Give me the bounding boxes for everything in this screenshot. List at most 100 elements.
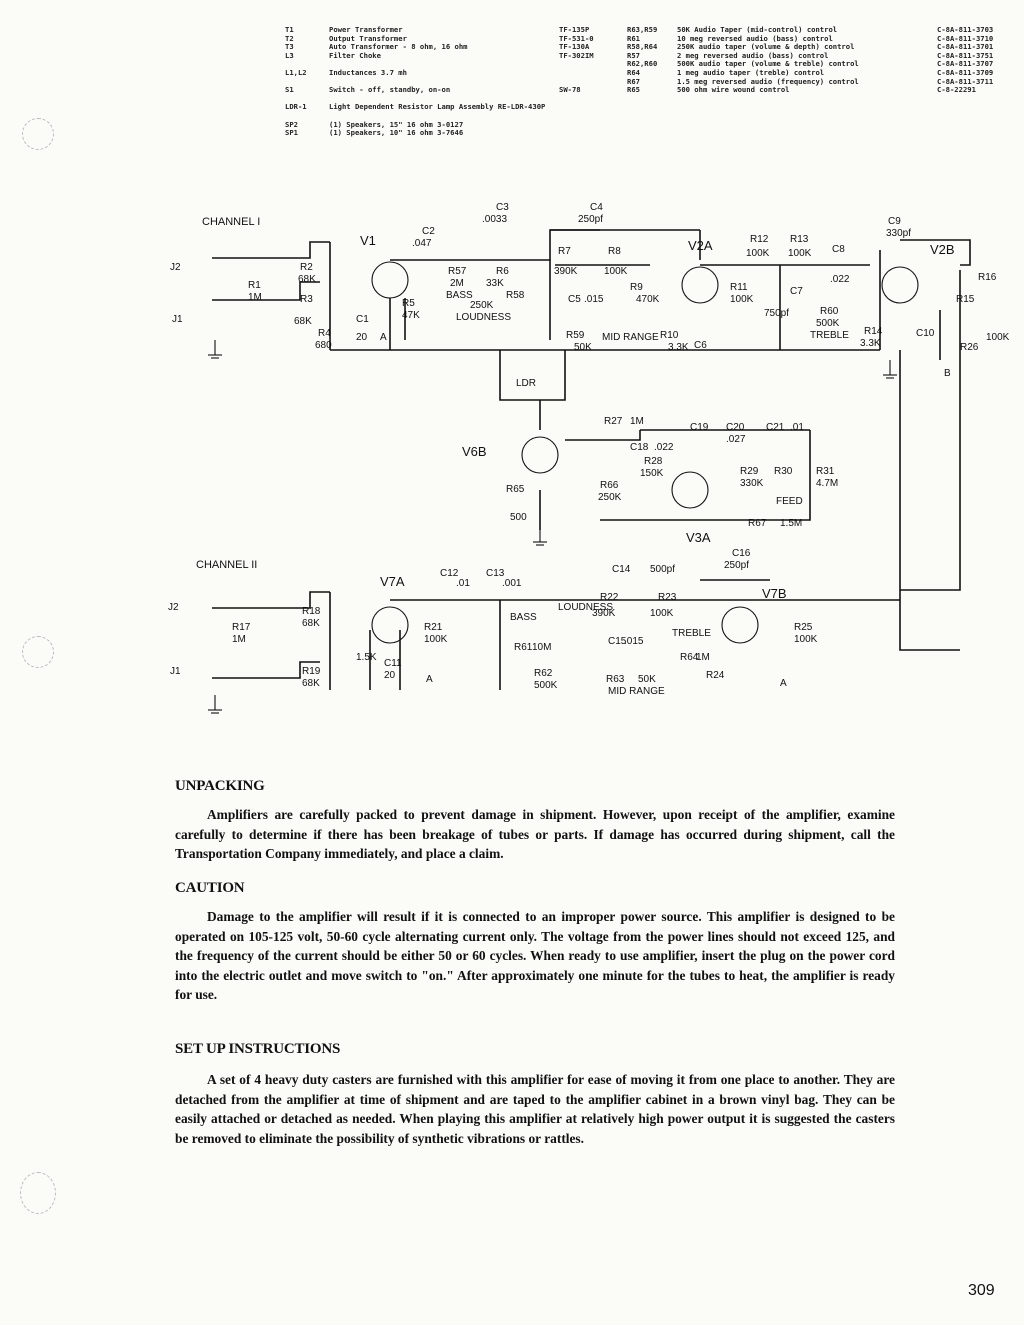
component-label: C18 [630, 442, 649, 453]
component-label: R29 [740, 466, 759, 477]
component-label: C11 [384, 658, 402, 669]
part-number: TF-130A [559, 42, 590, 52]
component-value: .022 [654, 442, 674, 453]
component-label: R24 [706, 670, 725, 681]
component-value: .027 [726, 434, 746, 445]
component-value: .01 [456, 578, 470, 589]
component-value: 100K [650, 608, 674, 619]
part-number: C-8A-811-3710 [937, 33, 994, 43]
component-label: C12 [440, 568, 459, 579]
component-label: R60 [820, 306, 839, 317]
component-value: 3.3K [668, 342, 689, 353]
component-label: R6 [496, 266, 509, 277]
component-label: C19 [690, 422, 709, 433]
component-value: .015 [624, 636, 644, 647]
component-value: 2M [450, 278, 464, 289]
part-desc: 500K audio taper (volume & treble) contr… [677, 59, 859, 69]
component-label: C7 [790, 286, 803, 297]
section-text: Amplifiers are carefully packed to preve… [175, 807, 895, 862]
part-ref: R64 [627, 67, 640, 77]
component-label-loudness: LOUDNESS [456, 312, 511, 323]
component-label: R25 [794, 622, 813, 633]
part-ref: R63,R59 [627, 25, 658, 34]
component-value: 20 [384, 670, 396, 681]
part-number: C-8-22291 [937, 85, 976, 95]
component-label: R10 [660, 330, 679, 341]
component-value: 100K [746, 248, 770, 259]
component-value: 10M [532, 642, 551, 653]
component-label: R62 [534, 668, 553, 679]
channel-2-label: CHANNEL II [196, 559, 257, 571]
component-label-mid-range: MID RANGE [608, 686, 665, 697]
component-value: 100K [730, 294, 754, 305]
schematic-labels: J2 J1 R2 68K R1 1M R3 68K R4 680 V1 C2 .… [168, 202, 1010, 697]
component-value: 100K [986, 332, 1010, 343]
component-label-bass: BASS [446, 290, 473, 301]
component-value: 100K [794, 634, 818, 645]
component-value: 1M [696, 652, 710, 663]
part-ref: T1 [285, 25, 294, 34]
part-desc: (1) Speakers, 10" 16 ohm 3-7646 [329, 128, 464, 138]
component-value: 1M [248, 292, 262, 303]
part-ref: L3 [285, 50, 294, 60]
parts-row [285, 60, 565, 69]
parts-row: SP2(1) Speakers, 15" 16 ohm 3-0127 [285, 119, 565, 130]
part-desc: Inductances 3.7 mh [329, 67, 407, 77]
component-label: R57 [448, 266, 467, 277]
component-label: R27 [604, 416, 623, 427]
tube-label: V2B [930, 242, 955, 257]
part-desc: Switch - off, standby, on-on [329, 85, 451, 95]
component-value: 3.3K [860, 338, 881, 349]
component-value: 330pf [886, 228, 911, 239]
node-label: A [380, 332, 387, 343]
ldr-label: LDR [516, 378, 536, 389]
component-value: 50K [574, 342, 592, 353]
component-label: R63 [606, 674, 625, 685]
component-value: 1M [232, 634, 246, 645]
section-set-up-instructions: SET UP INSTRUCTIONS A set of 4 heavy dut… [175, 1041, 895, 1148]
part-desc: 1.5 meg reversed audio (frequency) contr… [677, 76, 859, 86]
part-ref: R61 [627, 33, 640, 43]
part-number: TF-531-0 [559, 33, 594, 43]
jack-label: J1 [172, 314, 183, 325]
component-value: .015 [584, 294, 604, 305]
node-label: A [426, 674, 433, 685]
part-ref: LDR-1 [285, 102, 307, 112]
component-label: R28 [644, 456, 663, 467]
section-text: Damage to the amplifier will result if i… [175, 909, 895, 1003]
component-value: 50K [638, 674, 656, 685]
component-value: 47K [402, 310, 420, 321]
part-desc: Light Dependent Resistor Lamp Assembly R… [329, 102, 546, 112]
section-heading: UNPACKING [175, 778, 265, 794]
tube-label: V2A [688, 238, 713, 253]
part-desc: Auto Transformer - 8 ohm, 16 ohm [329, 42, 468, 52]
component-value: 150K [640, 468, 664, 479]
component-label: C20 [726, 422, 745, 433]
part-number: C-8A-811-3703 [937, 25, 994, 34]
component-value: 250pf [578, 214, 603, 225]
part-ref: T2 [285, 33, 294, 43]
component-label: R8 [608, 246, 621, 257]
page-number: 309 [968, 1282, 995, 1299]
component-label: R31 [816, 466, 835, 477]
component-label: R11 [730, 282, 748, 293]
component-value: 470K [636, 294, 660, 305]
component-label-treble: TREBLE [810, 330, 849, 341]
tube-label: V7A [380, 574, 405, 589]
component-label: R58 [506, 290, 525, 301]
component-label: R4 [318, 328, 331, 339]
part-desc: (1) Speakers, 15" 16 ohm 3-0127 [329, 119, 464, 129]
component-label: R7 [558, 246, 571, 257]
part-ref: R58,R64 [627, 42, 658, 52]
section-unpacking: UNPACKING Amplifiers are carefully packe… [175, 778, 895, 864]
component-label: C4 [590, 202, 603, 213]
component-value: 33K [486, 278, 504, 289]
component-value: 68K [302, 678, 320, 689]
component-label: FEED [776, 496, 803, 507]
